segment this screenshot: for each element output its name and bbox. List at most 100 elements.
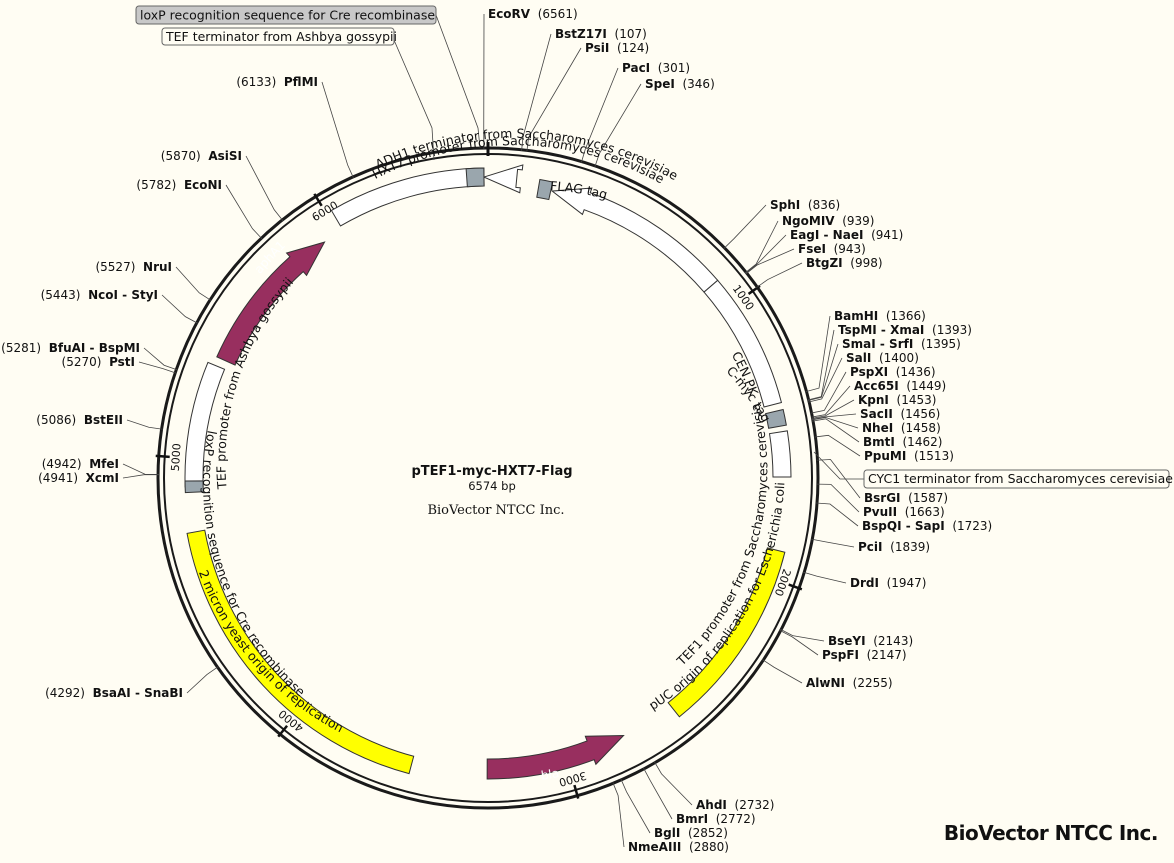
leader-27 [779,629,819,656]
leader-boxed-loxp [435,14,481,149]
tick-1000 [747,284,761,295]
svg-text:(6133) PflMI: (6133) PflMI [236,75,318,89]
site-btgzi: BtgZI (998) [806,256,883,270]
site-kpni: KpnI (1453) [858,393,936,407]
svg-text:AhdI (2732): AhdI (2732) [696,798,774,812]
svg-text:PacI (301): PacI (301) [622,61,690,75]
site-ahdi: AhdI (2732) [696,798,774,812]
svg-text:BglI (2852): BglI (2852) [654,826,728,840]
svg-text:BmrI (2772): BmrI (2772) [676,812,756,826]
leader-9 [122,474,160,479]
leader-11 [807,329,835,401]
site-ppumi: PpuMI (1513) [864,449,954,463]
center-company: BioVector NTCC Inc. [427,503,564,518]
boxed-label-cyc1-terminator: CYC1 terminator from Saccharomyces cerev… [863,469,1173,489]
svg-text:BspQI - SapI (1723): BspQI - SapI (1723) [862,519,992,533]
site-psti: (5270) PstI [62,355,135,369]
svg-text:FseI (943): FseI (943) [798,242,866,256]
svg-text:EagI - NaeI (941): EagI - NaeI (941) [790,228,903,242]
site-bgli: BglI (2852) [654,826,728,840]
site-psii: PsiI (124) [585,41,649,55]
two-micron-origin-arc [186,529,415,775]
site-tspmi-xmai: TspMI - XmaI (1393) [838,323,972,337]
aphA1-arrow [216,241,326,366]
site-mfei: (4942) MfeI [42,457,119,471]
leader-19 [811,418,860,443]
leader-31 [620,778,651,834]
plasmid-name: pTEF1-myc-HXT7-Flag [411,464,572,479]
leader-10 [186,666,219,694]
leader-3 [175,266,212,301]
site-bfuai-bspmi: (5281) BfuAI - BspMI [1,341,140,355]
svg-text:(5270) PstI: (5270) PstI [62,355,135,369]
tick-5000 [155,454,170,459]
svg-text:KpnI (1453): KpnI (1453) [858,393,936,407]
cyc1-terminator-arc [768,430,792,478]
site-nrui: (5527) NruI [95,260,172,274]
site-paci: PacI (301) [622,61,690,75]
leader-32 [612,782,625,848]
site-pspxi: PspXI (1436) [850,365,936,379]
site-pflmi: (6133) PflMI [236,75,318,89]
leader-10 [805,315,831,393]
svg-text:TspMI - XmaI (1393): TspMI - XmaI (1393) [838,323,972,337]
boxed-label-tef-terminator: TEF terminator from Ashbya gossypii [161,27,397,46]
site-bsaai-snabi: (4292) BsaAI - SnaBI [45,686,183,700]
svg-text:SphI (836): SphI (836) [770,198,840,212]
leader-16 [811,399,855,419]
svg-text:PspFI (2147): PspFI (2147) [822,648,907,662]
boxed-label-loxp: loxP recognition sequence for Cre recomb… [135,5,437,25]
plasmid-size: 6574 bp [468,479,516,493]
leader-8 [122,463,160,475]
leader-22 [816,483,860,513]
svg-text:BmtI (1462): BmtI (1462) [863,435,942,449]
tick-label-5000: 5000 [169,443,184,472]
svg-text:BseYI (2143): BseYI (2143) [828,634,913,648]
restriction-sites: EcoRV (6561)BstZ17I (107)PsiI (124)PacI … [1,7,992,854]
feature-arcs [184,164,792,780]
leader-lines [122,13,864,848]
svg-text:(4292) BsaAI - SnaBI: (4292) BsaAI - SnaBI [45,686,183,700]
site-pvuii: PvuII (1663) [863,505,945,519]
leader-boxed-cyc1 [813,451,864,480]
leader-15 [811,385,851,418]
leader-20 [814,434,861,457]
site-alwni: AlwNI (2255) [806,676,893,690]
site-smai-srfi: SmaI - SrfI (1395) [842,337,961,351]
site-ecorv: EcoRV (6561) [488,7,578,21]
tick-2000 [788,583,803,591]
bla-arrow [486,734,625,780]
site-eagi-naei: EagI - NaeI (941) [790,228,903,242]
svg-text:BtgZI (998): BtgZI (998) [806,256,883,270]
svg-text:NheI (1458): NheI (1458) [862,421,941,435]
site-bseyi: BseYI (2143) [828,634,913,648]
site-drdi: DrdI (1947) [850,576,926,590]
svg-text:PspXI (1436): PspXI (1436) [850,365,936,379]
site-spei: SpeI (346) [645,77,715,91]
flag-tag-marker [536,178,554,201]
leader-2 [526,47,582,152]
bla-arrow-label: bla [540,766,560,783]
site-fsei: FseI (943) [798,242,866,256]
svg-text:(4941) XcmI: (4941) XcmI [38,471,119,485]
svg-text:SmaI - SrfI (1395): SmaI - SrfI (1395) [842,337,961,351]
site-sacii: SacII (1456) [860,407,940,421]
tick-label-3000: 3000 [557,769,587,789]
leader-4 [594,83,642,167]
svg-text:PvuII (1663): PvuII (1663) [863,505,945,519]
leader-12 [807,343,839,401]
leader-29 [654,761,693,806]
leader-28 [762,659,803,684]
site-bsteii: (5086) BstEII [36,413,123,427]
svg-text:NmeAIII (2880): NmeAIII (2880) [628,840,729,854]
leader-8 [745,248,795,275]
leader-boxed-tef-term [393,39,435,161]
adh1-terminator-arc [482,164,524,194]
site-pcii: PciI (1839) [858,540,930,554]
site-bamhi: BamHI (1366) [834,309,926,323]
leader-23 [816,502,859,527]
svg-text:DrdI (1947): DrdI (1947) [850,576,926,590]
site-sali: SalI (1400) [846,351,919,365]
svg-text:BsrGI (1587): BsrGI (1587) [864,491,948,505]
